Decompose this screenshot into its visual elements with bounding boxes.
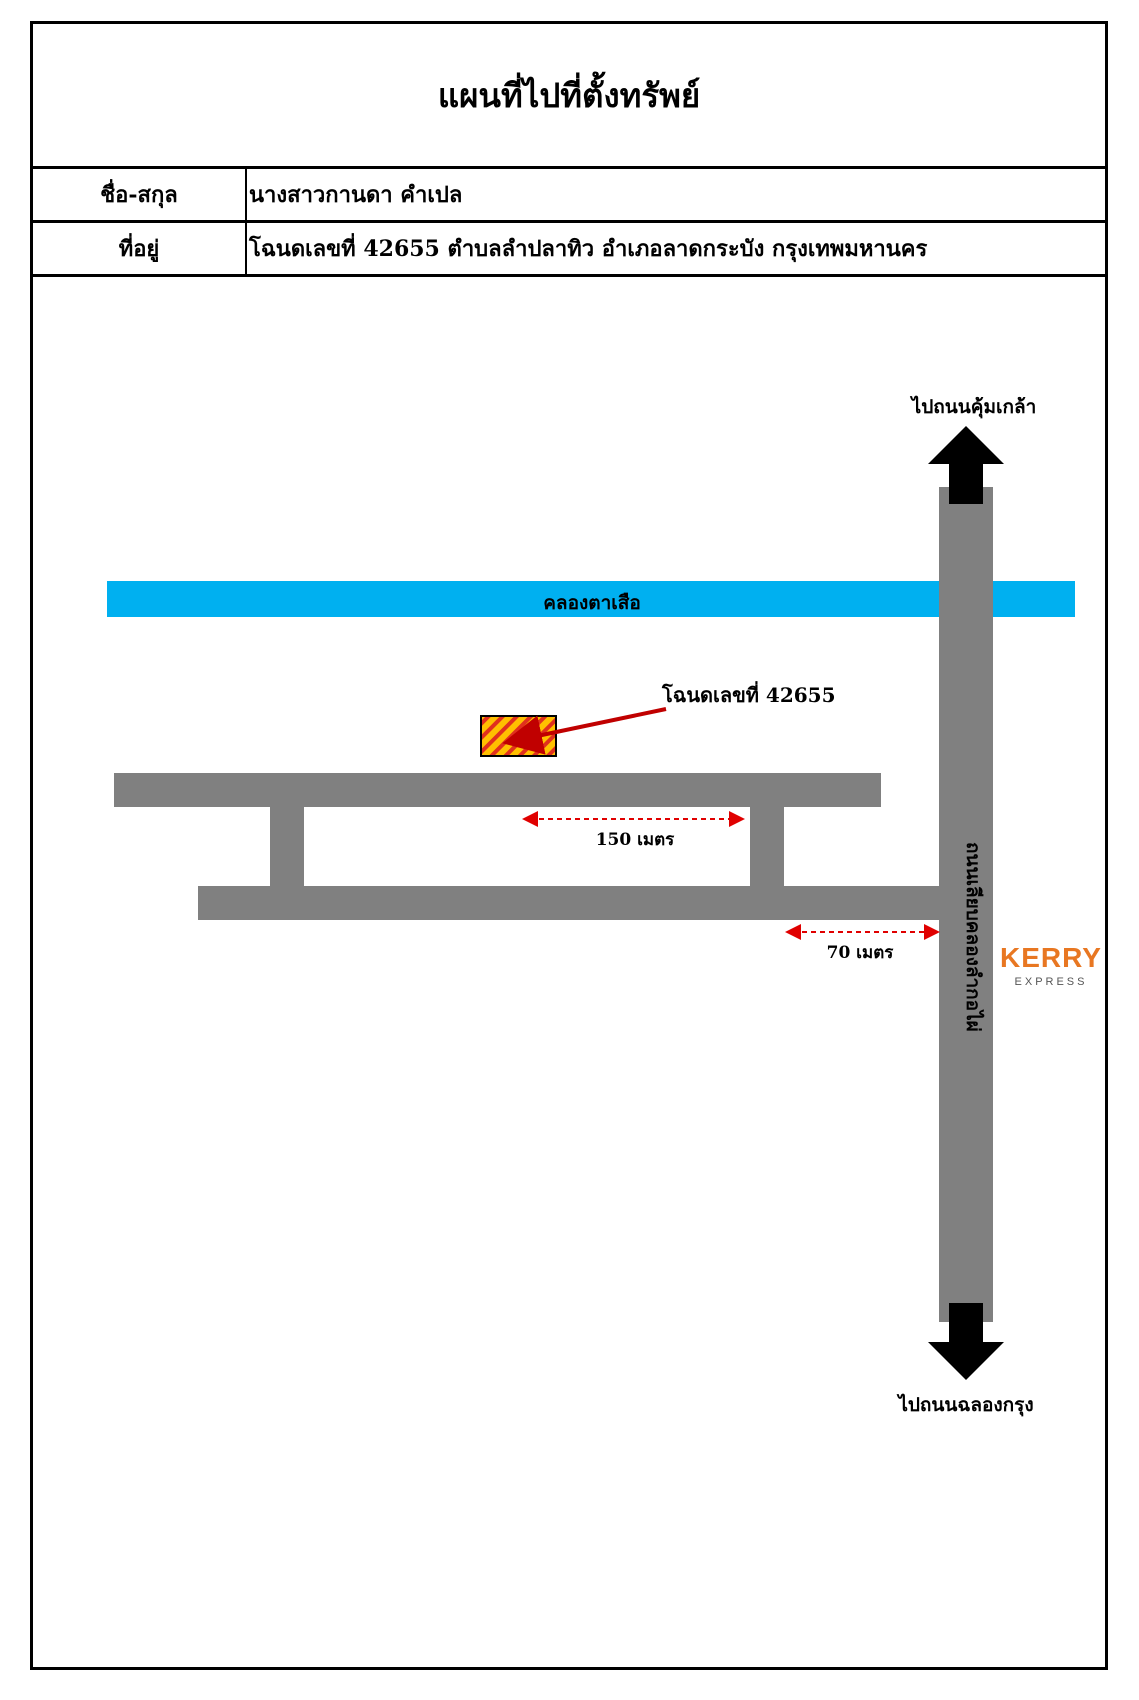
upper-side-road — [114, 773, 881, 807]
canal — [107, 581, 1075, 617]
distance-label-2: 70 เมตร — [827, 943, 895, 963]
main-road-label: ถนนเลียบคลองลำกอไผ่ — [962, 842, 985, 1032]
lower-side-road — [198, 886, 942, 920]
parcel-label: โฉนดเลขที่ 42655 — [661, 680, 836, 707]
title-divider — [33, 166, 1105, 169]
kerry-logo-subtext: EXPRESS — [1015, 976, 1088, 988]
south-label: ไปถนนฉลองกรุง — [896, 1393, 1033, 1417]
main-road — [939, 487, 993, 1322]
address-label: ที่อยู่ — [118, 236, 160, 262]
info-divider — [33, 274, 1105, 277]
row-divider — [33, 220, 1105, 223]
name-value: นางสาวกานดา คำเปล — [249, 182, 463, 208]
connector-road-east — [750, 805, 784, 888]
kerry-logo: KERRY — [1000, 942, 1102, 973]
column-divider — [245, 169, 247, 274]
page-title: แผนที่ไปที่ตั้งทรัพย์ — [437, 75, 701, 115]
distance-label-1: 150 เมตร — [596, 830, 675, 850]
parcel-pointer — [502, 707, 667, 755]
arrow-up-icon — [928, 426, 1004, 504]
north-label: ไปถนนคุ้มเกล้า — [910, 395, 1037, 419]
arrow-down-icon — [928, 1303, 1004, 1380]
connector-road-west — [270, 805, 304, 888]
canal-label: คลองตาเสือ — [543, 592, 641, 614]
name-label: ชื่อ-สกุล — [100, 182, 178, 208]
page-frame: แผนที่ไปที่ตั้งทรัพย์ ชื่อ-สกุล นางสาวกา… — [30, 21, 1108, 1670]
address-value: โฉนดเลขที่ 42655 ตำบลลำปลาทิว อำเภอลาดกร… — [249, 236, 928, 262]
